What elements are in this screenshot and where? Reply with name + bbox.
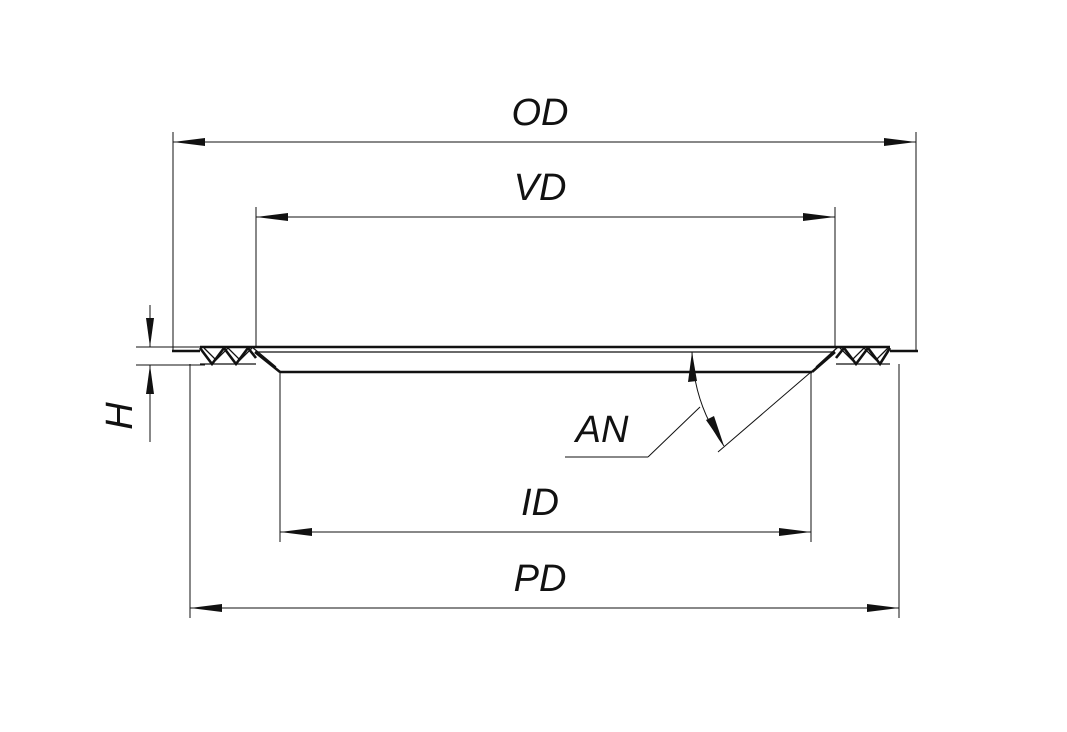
vd-label: VD <box>514 167 567 209</box>
left-corrugation <box>198 345 258 367</box>
pd-label: PD <box>514 558 567 600</box>
right-corrugation <box>834 345 892 367</box>
vd-dimension: VD <box>256 167 835 221</box>
id-dimension: ID <box>280 482 811 536</box>
extension-lines <box>136 132 917 618</box>
od-dimension: OD <box>173 92 916 146</box>
an-label: AN <box>574 409 629 451</box>
h-label: H <box>99 402 141 430</box>
h-dimension: H <box>99 305 154 442</box>
id-label: ID <box>521 482 559 524</box>
gasket-profile <box>172 345 918 374</box>
an-dimension: AN <box>565 351 812 458</box>
pd-dimension: PD <box>190 558 899 612</box>
od-label: OD <box>512 92 569 134</box>
